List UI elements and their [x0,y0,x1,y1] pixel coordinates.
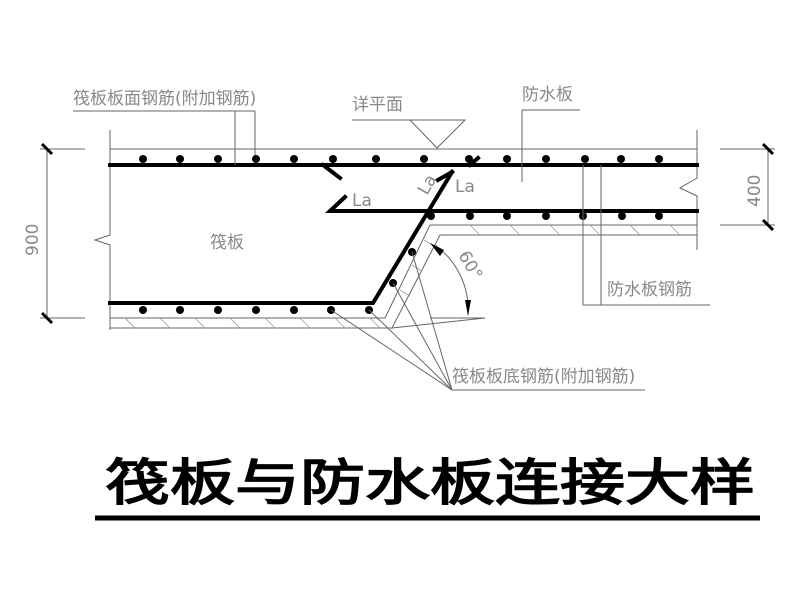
drawing-title: 筏板与防水板连接大样 [105,454,755,512]
raft-bottom-rebar-label: 筏板板底钢筋(附加钢筋) [452,367,635,387]
dimension-900: 900 [23,142,85,325]
anchor-length-label: La [352,191,372,211]
hatch [124,224,681,329]
waterproof-slab-label: 防水板 [522,85,573,105]
raft-label: 筏板 [210,233,244,253]
rebar-dots [139,155,663,314]
angle-marker: 60° [430,243,486,316]
waterproof-rebar-label: 防水板钢筋 [607,280,692,300]
dimension-900-label: 900 [23,224,43,256]
raft-top-rebar-label: 筏板板面钢筋(附加钢筋) [73,89,256,109]
angle-label: 60° [454,248,486,284]
anchor-length-label: La [455,177,475,197]
concrete-outline [93,130,698,330]
leader-lines [73,109,710,391]
rebar-lines [108,155,699,305]
dimension-400-label: 400 [745,175,765,207]
see-plan-label: 详平面 [352,95,403,115]
dimension-400: 400 [720,142,775,232]
